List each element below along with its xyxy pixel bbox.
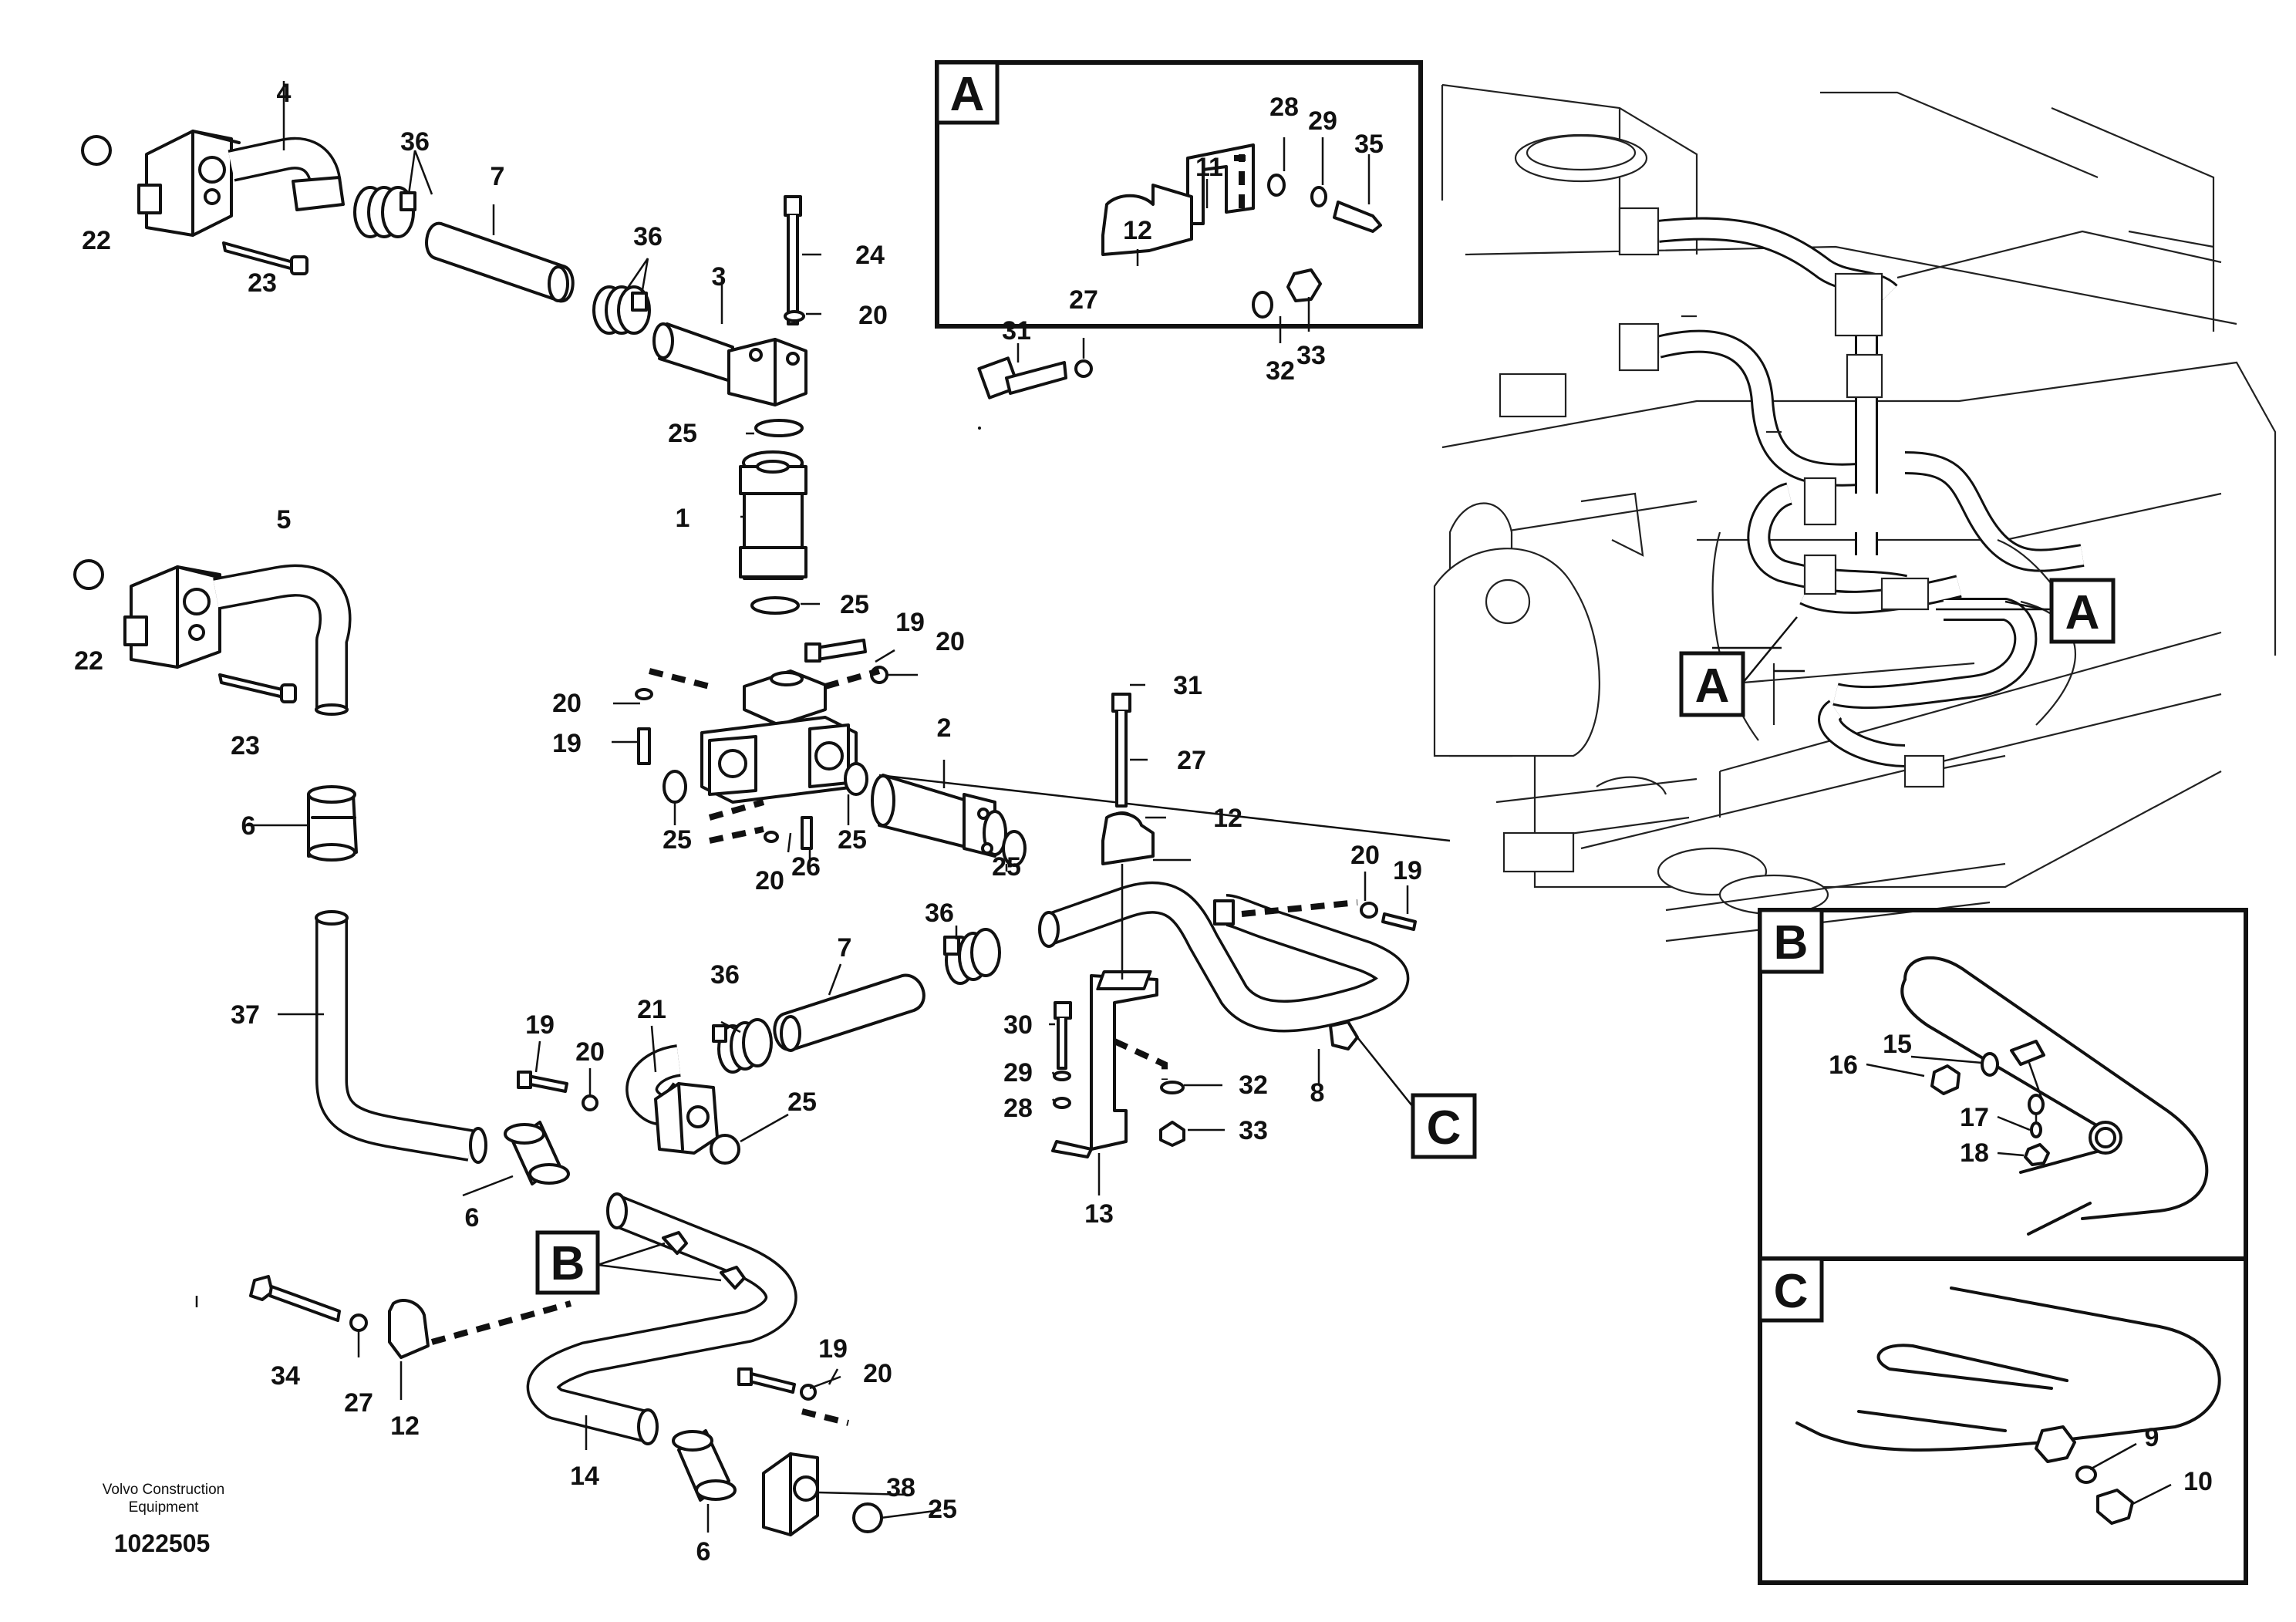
callout-38: 38 — [886, 1473, 915, 1502]
machine-overview-illustration — [1433, 83, 2277, 943]
callout-18: 18 — [1960, 1138, 1989, 1168]
callout-32-main: 32 — [1239, 1071, 1268, 1100]
callout-25-pipe2: 25 — [992, 852, 1021, 882]
callout-9: 9 — [2145, 1423, 2159, 1452]
callout-24: 24 — [855, 241, 885, 270]
callout-2: 2 — [937, 713, 952, 743]
callout-16: 16 — [1829, 1050, 1858, 1080]
callout-31: 31 — [1002, 316, 1031, 346]
callout-14: 14 — [570, 1462, 599, 1491]
callout-23-lower: 23 — [231, 731, 260, 760]
detail-c-panel: C 9 10 — [1758, 1256, 2248, 1585]
callout-4: 4 — [277, 79, 292, 108]
callout-25-bottom: 25 — [928, 1495, 957, 1524]
callout-31-main: 31 — [1173, 671, 1202, 700]
detail-c-tag — [1758, 1256, 1824, 1323]
callout-36-lower: 36 — [925, 899, 954, 928]
callout-25-top: 25 — [668, 419, 697, 448]
overview-detail-a-tag-left: A — [1695, 659, 1730, 713]
detail-a-callouts: 28 29 35 11 12 27 31 32 33 — [1002, 93, 1384, 386]
callout-29-main: 29 — [1003, 1058, 1033, 1088]
detail-b-panel: B 16 15 17 18 — [1758, 908, 2248, 1261]
callout-20-elbow: 20 — [575, 1037, 605, 1067]
detail-c-label: C — [1774, 1265, 1809, 1318]
callout-27-main: 27 — [1177, 746, 1206, 775]
callout-20-pipe8: 20 — [1350, 841, 1380, 870]
callout-27-lower: 27 — [344, 1388, 373, 1418]
document-number: 1022505 — [114, 1529, 211, 1557]
callout-26: 26 — [791, 852, 821, 882]
callout-20-bottom: 20 — [755, 866, 784, 895]
callout-5: 5 — [277, 505, 292, 534]
callout-25-tee-left: 25 — [663, 825, 692, 855]
main-callouts: 4 22 23 36 7 36 3 24 20 25 1 25 19 20 20… — [74, 79, 1422, 1566]
callout-19-elbow: 19 — [525, 1010, 555, 1040]
callout-29: 29 — [1308, 106, 1337, 136]
main-detail-c-label: C — [1427, 1101, 1462, 1155]
callout-22-top: 22 — [82, 226, 111, 255]
callout-12-lower: 12 — [390, 1411, 420, 1441]
callout-8: 8 — [1310, 1078, 1325, 1108]
callout-32: 32 — [1266, 356, 1295, 386]
callout-27: 27 — [1069, 285, 1098, 315]
callout-7-top: 7 — [491, 162, 505, 191]
callout-20-lower: 20 — [863, 1359, 892, 1388]
main-detail-c-tag — [1411, 1093, 1477, 1159]
callout-6-bottom: 6 — [696, 1537, 711, 1566]
callout-21: 21 — [637, 995, 666, 1024]
callout-20-left: 20 — [552, 689, 582, 718]
callout-28: 28 — [1269, 93, 1299, 122]
callout-25-under-cylinder: 25 — [840, 590, 869, 619]
callout-34: 34 — [271, 1361, 300, 1391]
callout-36-elbow: 36 — [710, 960, 740, 990]
callout-12: 12 — [1123, 216, 1152, 245]
callout-23-top: 23 — [248, 268, 277, 298]
callout-20-top: 20 — [858, 301, 888, 330]
detail-b-tag — [1758, 908, 1824, 974]
main-detail-b-label: B — [551, 1237, 585, 1290]
callout-25-elbow: 25 — [787, 1088, 817, 1117]
callout-13: 13 — [1084, 1199, 1114, 1229]
detail-a-label: A — [950, 68, 985, 121]
brand-line-2: Equipment — [129, 1499, 200, 1516]
callout-28-main: 28 — [1003, 1094, 1033, 1123]
callout-35: 35 — [1354, 130, 1384, 159]
callout-36-top: 36 — [400, 127, 430, 157]
callout-1: 1 — [676, 504, 690, 533]
callout-7-lower: 7 — [838, 933, 852, 963]
callout-11: 11 — [1195, 153, 1223, 182]
detail-a-tag — [935, 60, 1000, 125]
overview-detail-a-tag-right: A — [2065, 586, 2100, 639]
callout-19-pipe8: 19 — [1393, 856, 1422, 885]
callout-36-second: 36 — [633, 222, 663, 251]
callout-19-lower: 19 — [818, 1334, 848, 1364]
callout-3: 3 — [712, 262, 727, 292]
footer: Volvo Construction Equipment 1022505 — [103, 1482, 224, 1557]
callout-19-right: 19 — [895, 608, 925, 637]
callout-25-tee-right: 25 — [838, 825, 867, 855]
callout-12-main: 12 — [1213, 804, 1242, 833]
callout-37: 37 — [231, 1000, 260, 1030]
main-detail-b-tag — [535, 1230, 600, 1295]
callout-6-top: 6 — [241, 811, 256, 841]
brand-line-1: Volvo Construction — [103, 1482, 224, 1498]
callout-6-middle: 6 — [465, 1203, 480, 1233]
main-exploded-view: B C — [73, 130, 1477, 1536]
detail-a-panel: A — [935, 60, 1423, 430]
overview-a-tags: A A — [1679, 578, 2116, 717]
callout-33-main: 33 — [1239, 1116, 1268, 1145]
callout-20-right: 20 — [936, 627, 965, 656]
callout-33: 33 — [1296, 341, 1326, 370]
detail-b-label: B — [1774, 916, 1809, 969]
callout-10: 10 — [2183, 1467, 2213, 1496]
callout-19-left: 19 — [552, 729, 582, 758]
callout-15: 15 — [1883, 1030, 1912, 1059]
callout-22-lower: 22 — [74, 646, 103, 676]
callout-30: 30 — [1003, 1010, 1033, 1040]
callout-17: 17 — [1960, 1103, 1989, 1132]
